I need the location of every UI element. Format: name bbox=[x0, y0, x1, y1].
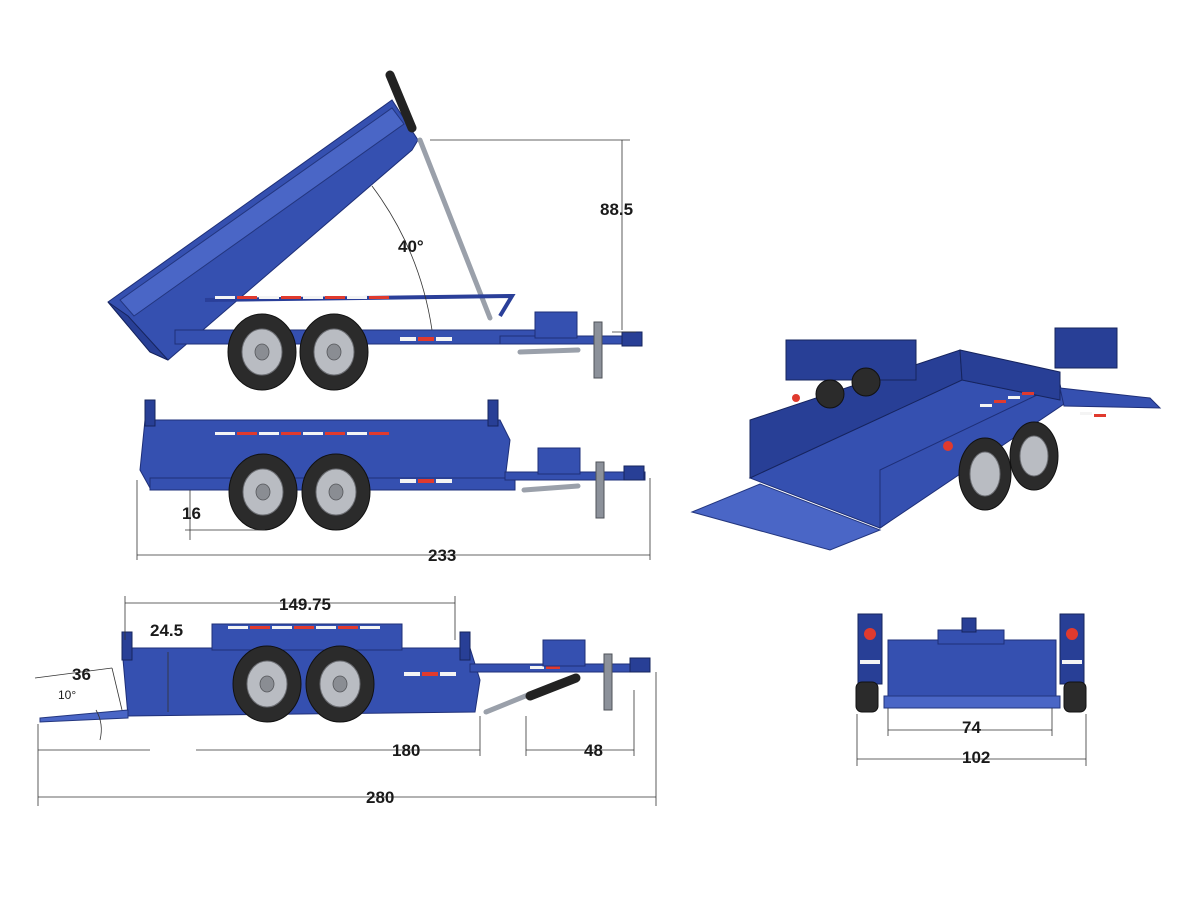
tail-light bbox=[1066, 628, 1078, 640]
dim-label-ramp-angle: 10° bbox=[58, 688, 76, 702]
dim-label-frame-length: 180 bbox=[392, 741, 420, 760]
dump-raised-view: 88.5 40° bbox=[107, 70, 643, 391]
dim-label-inner-width: 74 bbox=[962, 718, 981, 737]
wheel bbox=[305, 645, 375, 723]
rear-ramp bbox=[39, 709, 129, 723]
wheel bbox=[299, 313, 369, 391]
dim-label-bed-length: 149.75 bbox=[279, 595, 331, 614]
tail-light bbox=[864, 628, 876, 640]
toolbox bbox=[1054, 327, 1118, 369]
rear-tire bbox=[1063, 681, 1087, 713]
dim-label-ramp-length: 36 bbox=[72, 665, 91, 684]
wheel bbox=[228, 453, 298, 531]
dim-label-total-length: 280 bbox=[366, 788, 394, 807]
reflector-stripe bbox=[215, 432, 452, 483]
dim-label-tongue-length: 48 bbox=[584, 741, 603, 760]
toolbox bbox=[537, 447, 581, 475]
angle-arc bbox=[371, 185, 433, 331]
rear-gate bbox=[887, 639, 1057, 697]
perspective-ramp bbox=[690, 483, 882, 551]
wheel bbox=[958, 437, 1012, 511]
dim-label-outer-width: 102 bbox=[962, 748, 990, 767]
wheel bbox=[227, 313, 297, 391]
perspective-view bbox=[690, 327, 1162, 551]
rear-ramp-edge bbox=[883, 695, 1061, 709]
perspective-tongue bbox=[1059, 387, 1162, 409]
dim-label-side-height: 24.5 bbox=[150, 621, 183, 640]
dim-label-dump-angle: 40° bbox=[398, 237, 424, 256]
rear-tire bbox=[855, 681, 879, 713]
dim-label-raised-height: 88.5 bbox=[600, 200, 633, 219]
side-closed-view: 16 233 bbox=[136, 399, 651, 565]
hydraulic-cylinder-raised bbox=[417, 137, 493, 321]
dim-label-ground-clearance: 16 bbox=[182, 504, 201, 523]
wheel bbox=[301, 453, 371, 531]
reflector-stripe bbox=[228, 626, 560, 676]
toolbox bbox=[534, 311, 578, 339]
ramp-side-view: 149.75 24.5 36 10° 180 48 280 bbox=[34, 595, 657, 807]
wheel bbox=[232, 645, 302, 723]
dim-label-overall-length: 233 bbox=[428, 546, 456, 565]
wheel bbox=[1009, 421, 1059, 491]
reflector-stripe bbox=[215, 296, 452, 341]
reflector-stripe bbox=[980, 392, 1106, 417]
toolbox bbox=[542, 639, 586, 667]
rear-view: 74 102 bbox=[855, 613, 1087, 767]
